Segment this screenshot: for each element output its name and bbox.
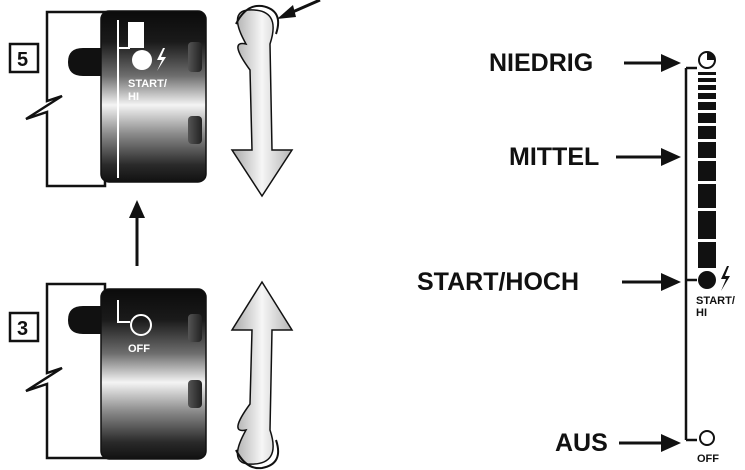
knob-lower [100, 288, 207, 460]
knob-label-off: OFF [128, 343, 150, 355]
rotate-arrow-icon [230, 280, 294, 470]
bolt-icon [157, 48, 166, 71]
label-aus: AUS [555, 429, 681, 457]
arrow-right-icon [277, 0, 321, 19]
circle-open-icon [130, 314, 152, 336]
step-3-number: 3 [17, 318, 28, 340]
rotate-arrow-icon [230, 4, 294, 198]
knob-slot-upper [68, 48, 101, 76]
setting-scale: START/ HI OFF [684, 51, 738, 465]
knob-upper [100, 10, 207, 183]
lower-switch-assembly: 3 OFF [8, 282, 207, 460]
level-bar [698, 72, 716, 268]
circle-filled-icon [698, 271, 716, 289]
mounting-bracket-upper [25, 10, 107, 188]
circle-filled-icon [132, 50, 152, 70]
circle-half-icon [698, 51, 716, 69]
circle-open-icon [699, 430, 715, 446]
label-niedrig-text: NIEDRIG [489, 49, 593, 77]
step-3-badge: 3 [8, 311, 40, 343]
label-mittel-text: MITTEL [509, 143, 599, 171]
scale-start-hi-label: START/ HI [696, 295, 738, 319]
label-niedrig: NIEDRIG [489, 49, 681, 77]
step-5-badge: 5 [8, 42, 40, 74]
bolt-icon [721, 266, 730, 291]
upper-switch-assembly: 5 START/ HI [8, 10, 207, 188]
label-start-hoch-text: START/HOCH [417, 268, 579, 296]
label-start-hoch: START/HOCH [417, 268, 681, 296]
scale-off-label: OFF [697, 453, 719, 465]
arrow-up-icon [129, 200, 145, 266]
step-5-number: 5 [17, 49, 28, 71]
knob-label-start-hi: START/ HI [128, 78, 170, 103]
label-aus-text: AUS [555, 429, 608, 457]
knob-slot-lower [68, 306, 101, 334]
label-mittel: MITTEL [509, 143, 681, 171]
